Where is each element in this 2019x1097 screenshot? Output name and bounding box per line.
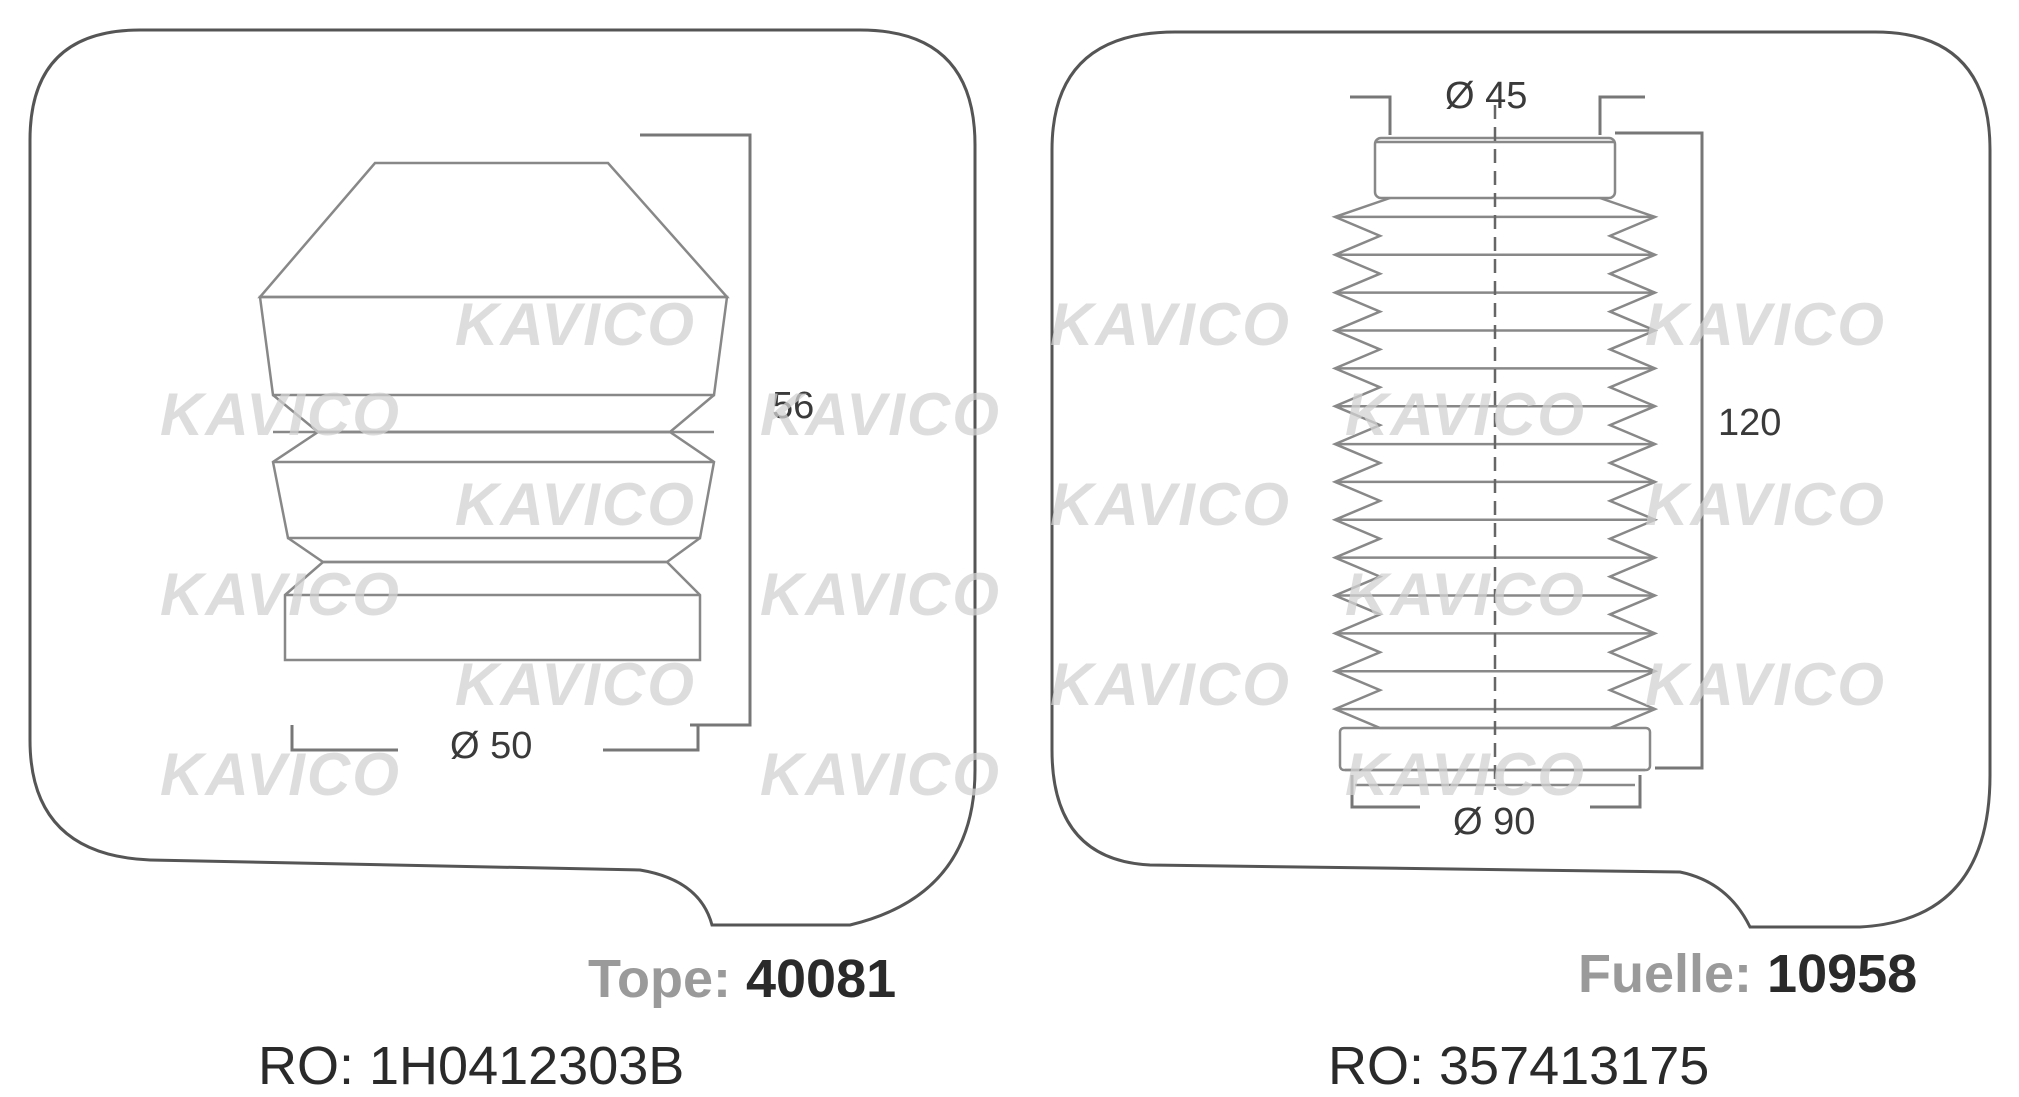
right-reference-number: RO: 357413175 <box>1328 1036 1710 1096</box>
watermark-text: KAVICO <box>1345 561 1586 628</box>
watermark-text: KAVICO <box>1645 651 1886 718</box>
right-bottom-diameter-label: Ø 90 <box>1453 801 1535 843</box>
left-panel: 56 Ø 50 <box>28 28 977 927</box>
watermark-layer: KAVICO KAVICO KAVICO KAVICO KAVICO KAVIC… <box>160 291 1886 808</box>
watermark-text: KAVICO <box>455 651 696 718</box>
left-panel-outline <box>28 28 977 927</box>
watermark-text: KAVICO <box>1645 291 1886 358</box>
watermark-text: KAVICO <box>160 561 401 628</box>
watermark-text: KAVICO <box>1345 741 1586 808</box>
left-diameter-dimension-right <box>603 725 700 752</box>
watermark-text: KAVICO <box>760 741 1001 808</box>
watermark-text: KAVICO <box>760 561 1001 628</box>
bump-stop-lower-neck <box>287 536 701 564</box>
right-panel: Ø 45 120 Ø 90 <box>1050 30 1992 929</box>
watermark-text: KAVICO <box>1050 291 1291 358</box>
right-bottom-diameter-dimension-left <box>1350 775 1420 809</box>
watermark-text: KAVICO <box>1645 471 1886 538</box>
watermark-text: KAVICO <box>160 741 401 808</box>
watermark-text: KAVICO <box>760 381 1001 448</box>
right-panel-outline <box>1050 30 1992 929</box>
left-height-label: 56 <box>772 385 814 427</box>
watermark-text: KAVICO <box>1050 471 1291 538</box>
bump-stop-part <box>257 161 730 662</box>
watermark-text: KAVICO <box>160 381 401 448</box>
right-part-caption: Fuelle: 10958 <box>1578 943 1917 1005</box>
right-part-number: 10958 <box>1767 944 1918 1004</box>
left-part-caption: Tope: 40081 <box>588 948 896 1010</box>
right-height-dimension-line <box>1615 131 1704 770</box>
watermark-text: KAVICO <box>1345 381 1586 448</box>
right-bottom-diameter-dimension-right <box>1590 775 1642 809</box>
left-reference-number: RO: 1H0412303B <box>258 1036 685 1096</box>
left-height-dimension-line <box>640 133 752 727</box>
right-top-diameter-label: Ø 45 <box>1445 75 1527 117</box>
right-part-type-label: Fuelle: <box>1578 944 1753 1004</box>
left-part-type-label: Tope: <box>588 949 731 1009</box>
watermark-text: KAVICO <box>1050 651 1291 718</box>
bump-stop-top-cone <box>257 161 730 299</box>
watermark-text: KAVICO <box>455 471 696 538</box>
watermark-text: KAVICO <box>455 291 696 358</box>
right-top-diameter-dimension-left <box>1350 95 1392 135</box>
left-part-number: 40081 <box>745 949 897 1009</box>
bellows-top-collar <box>1373 136 1617 200</box>
right-height-label: 120 <box>1718 402 1781 444</box>
left-diameter-dimension-left <box>290 725 398 752</box>
right-top-diameter-dimension-right <box>1598 95 1645 135</box>
left-diameter-label: Ø 50 <box>450 725 532 767</box>
